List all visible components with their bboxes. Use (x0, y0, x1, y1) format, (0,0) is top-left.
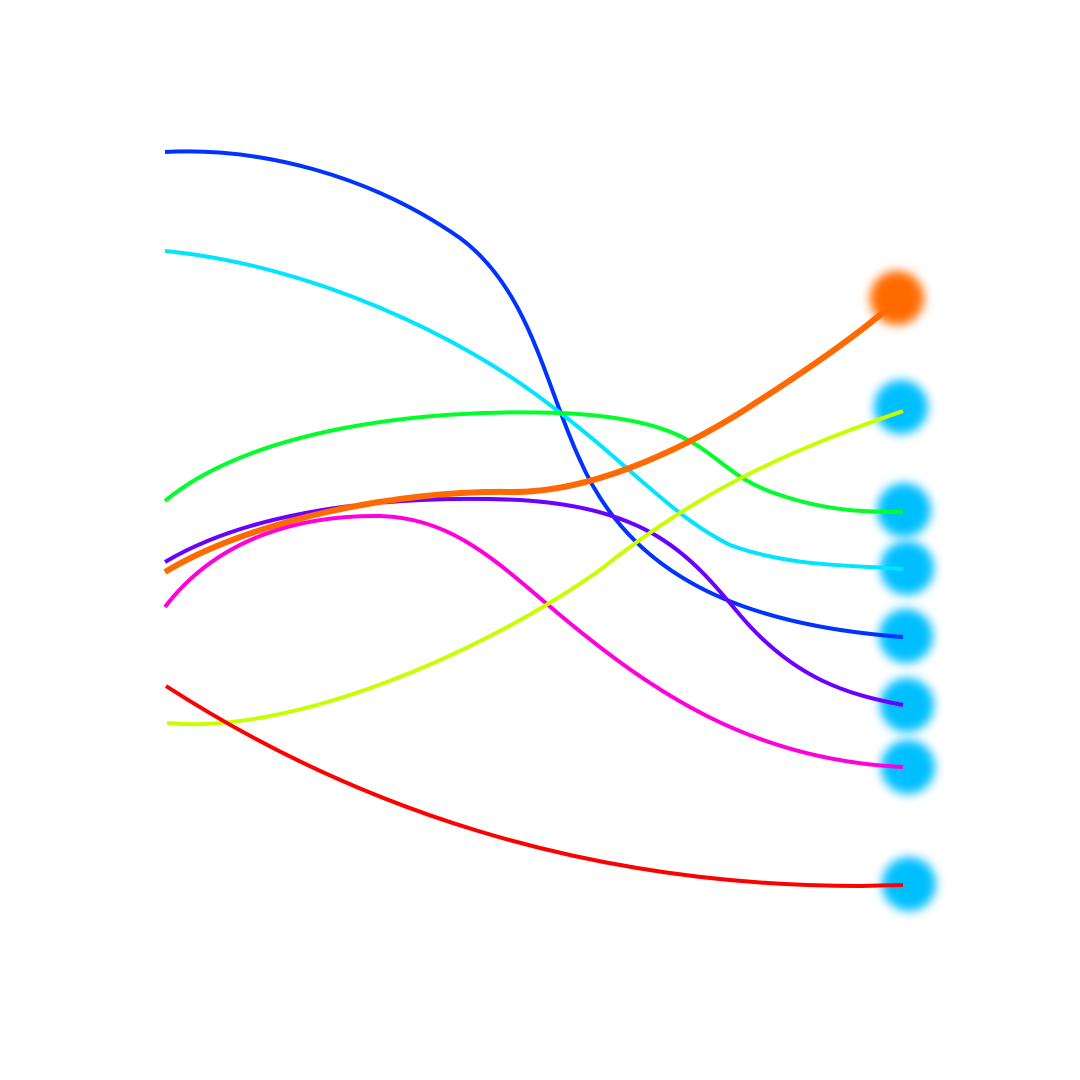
node-3[interactable] (877, 483, 931, 537)
node-8[interactable] (882, 857, 936, 911)
node-6[interactable] (880, 678, 934, 732)
curve-cyan[interactable] (164, 249, 904, 571)
node-2[interactable] (874, 380, 928, 434)
target-nodes (870, 271, 936, 911)
curve-orange[interactable] (163, 297, 900, 575)
curve-green[interactable] (163, 410, 904, 514)
curve-lime[interactable] (166, 409, 904, 727)
curve-red[interactable] (164, 684, 904, 889)
node-7[interactable] (881, 740, 935, 794)
curve-magenta[interactable] (163, 513, 904, 769)
node-5[interactable] (879, 609, 933, 663)
node-4[interactable] (880, 541, 934, 595)
connecting-curves (163, 149, 904, 889)
curve-blue[interactable] (164, 149, 904, 639)
